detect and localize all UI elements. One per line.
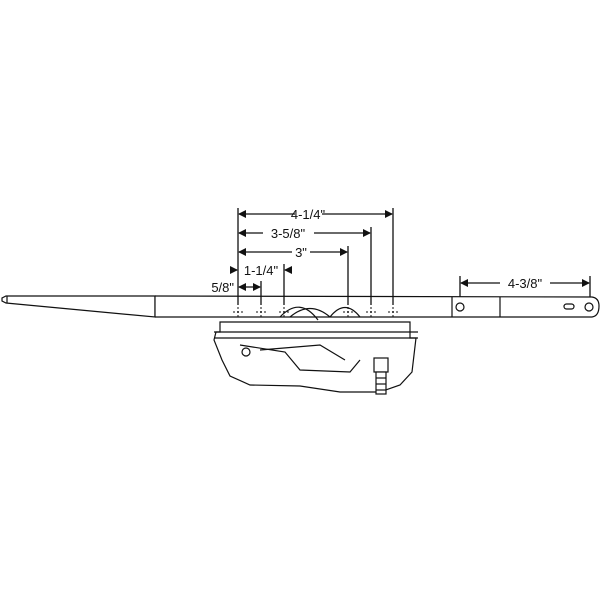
pivot-hole [455, 302, 465, 312]
crank-hub [373, 357, 389, 373]
slot [563, 303, 575, 310]
dimension-4-3-8: 4-3/8" [508, 276, 543, 291]
mounting-hole-marks [233, 307, 398, 317]
dimension-1-1-4: 1-1/4" [244, 263, 279, 278]
dimension-5-8: 5/8" [211, 280, 234, 295]
dimension-3-5-8: 3-5/8" [271, 226, 306, 241]
end-hole [584, 302, 594, 312]
dimension-4-1-4: 4-1/4" [291, 207, 326, 222]
dimension-3: 3" [295, 245, 307, 260]
operator-arm [1, 295, 156, 318]
operator-arm-main [154, 295, 600, 318]
crank-spline [375, 371, 387, 395]
